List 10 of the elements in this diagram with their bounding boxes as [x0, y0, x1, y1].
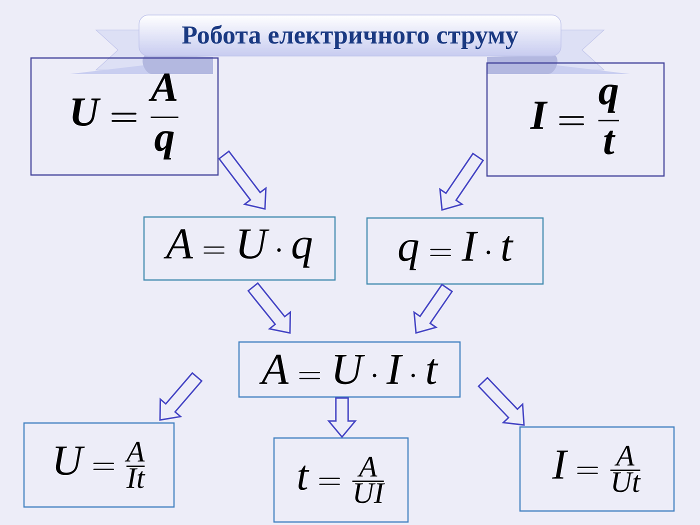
title-banner: Робота електричного струму: [138, 14, 562, 56]
formula-box: $U = \frac{A}{q}$: [30, 57, 219, 176]
formula-box: $q = I \cdot t$: [366, 217, 544, 285]
arrow: [327, 397, 357, 438]
formula-box: $I = \frac{A}{Ut}$: [519, 426, 675, 512]
formula-box: $A = U \cdot I \cdot t$: [238, 341, 461, 398]
formula-box: $A = U \cdot q$: [143, 216, 336, 281]
formula-box: $I = \frac{q}{t}$: [486, 62, 665, 177]
formula-box: $t = \frac{A}{UI}$: [273, 437, 409, 523]
formula-box: $U = \frac{A}{It}$: [23, 422, 175, 508]
